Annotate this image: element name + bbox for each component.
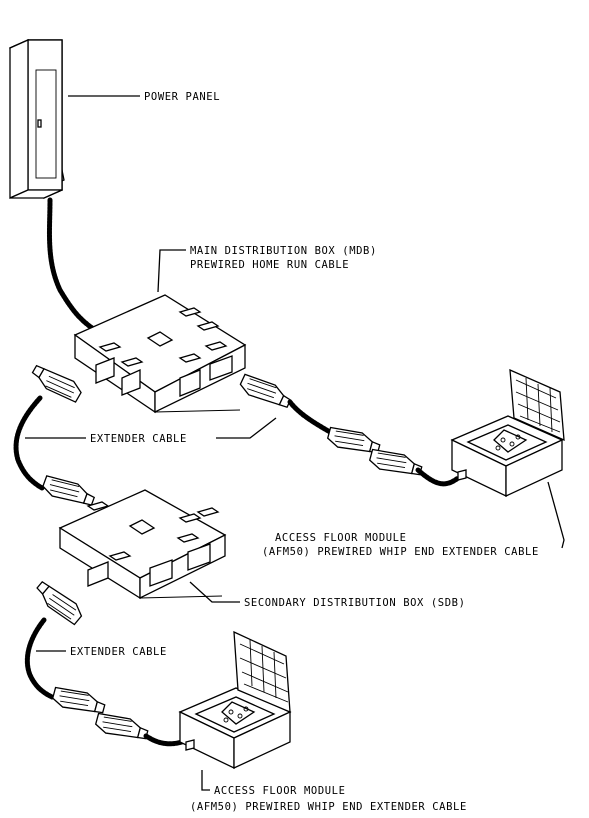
main-distribution-box xyxy=(73,294,247,414)
home-run-cable xyxy=(46,197,98,333)
power-panel xyxy=(9,38,65,200)
mdb-label-line2: PREWIRED HOME RUN CABLE xyxy=(190,259,349,271)
afm-1-label-line1: ACCESS FLOOR MODULE xyxy=(275,532,407,544)
mdb-label-line1: MAIN DISTRIBUTION BOX (MDB) xyxy=(190,245,377,257)
extender-cable-2-label: EXTENDER CABLE xyxy=(70,646,167,658)
access-floor-module-1 xyxy=(450,368,565,498)
extender-cable-1 xyxy=(13,360,98,511)
afm-1-whip-cable xyxy=(237,370,461,487)
access-floor-module-2 xyxy=(178,630,292,770)
afm-2-label-line1: ACCESS FLOOR MODULE xyxy=(214,785,346,797)
power-panel-label: POWER PANEL xyxy=(144,91,220,103)
extender-cable-1-label: EXTENDER CABLE xyxy=(90,433,187,445)
afm-2-label-line2: (AFM50) PREWIRED WHIP END EXTENDER CABLE xyxy=(190,801,467,813)
secondary-distribution-box xyxy=(58,489,227,600)
afm-1-label-line2: (AFM50) PREWIRED WHIP END EXTENDER CABLE xyxy=(262,546,539,558)
leader-lines xyxy=(25,95,565,791)
sdb-label: SECONDARY DISTRIBUTION BOX (SDB) xyxy=(244,597,466,609)
extender-cable-2 xyxy=(24,577,191,747)
